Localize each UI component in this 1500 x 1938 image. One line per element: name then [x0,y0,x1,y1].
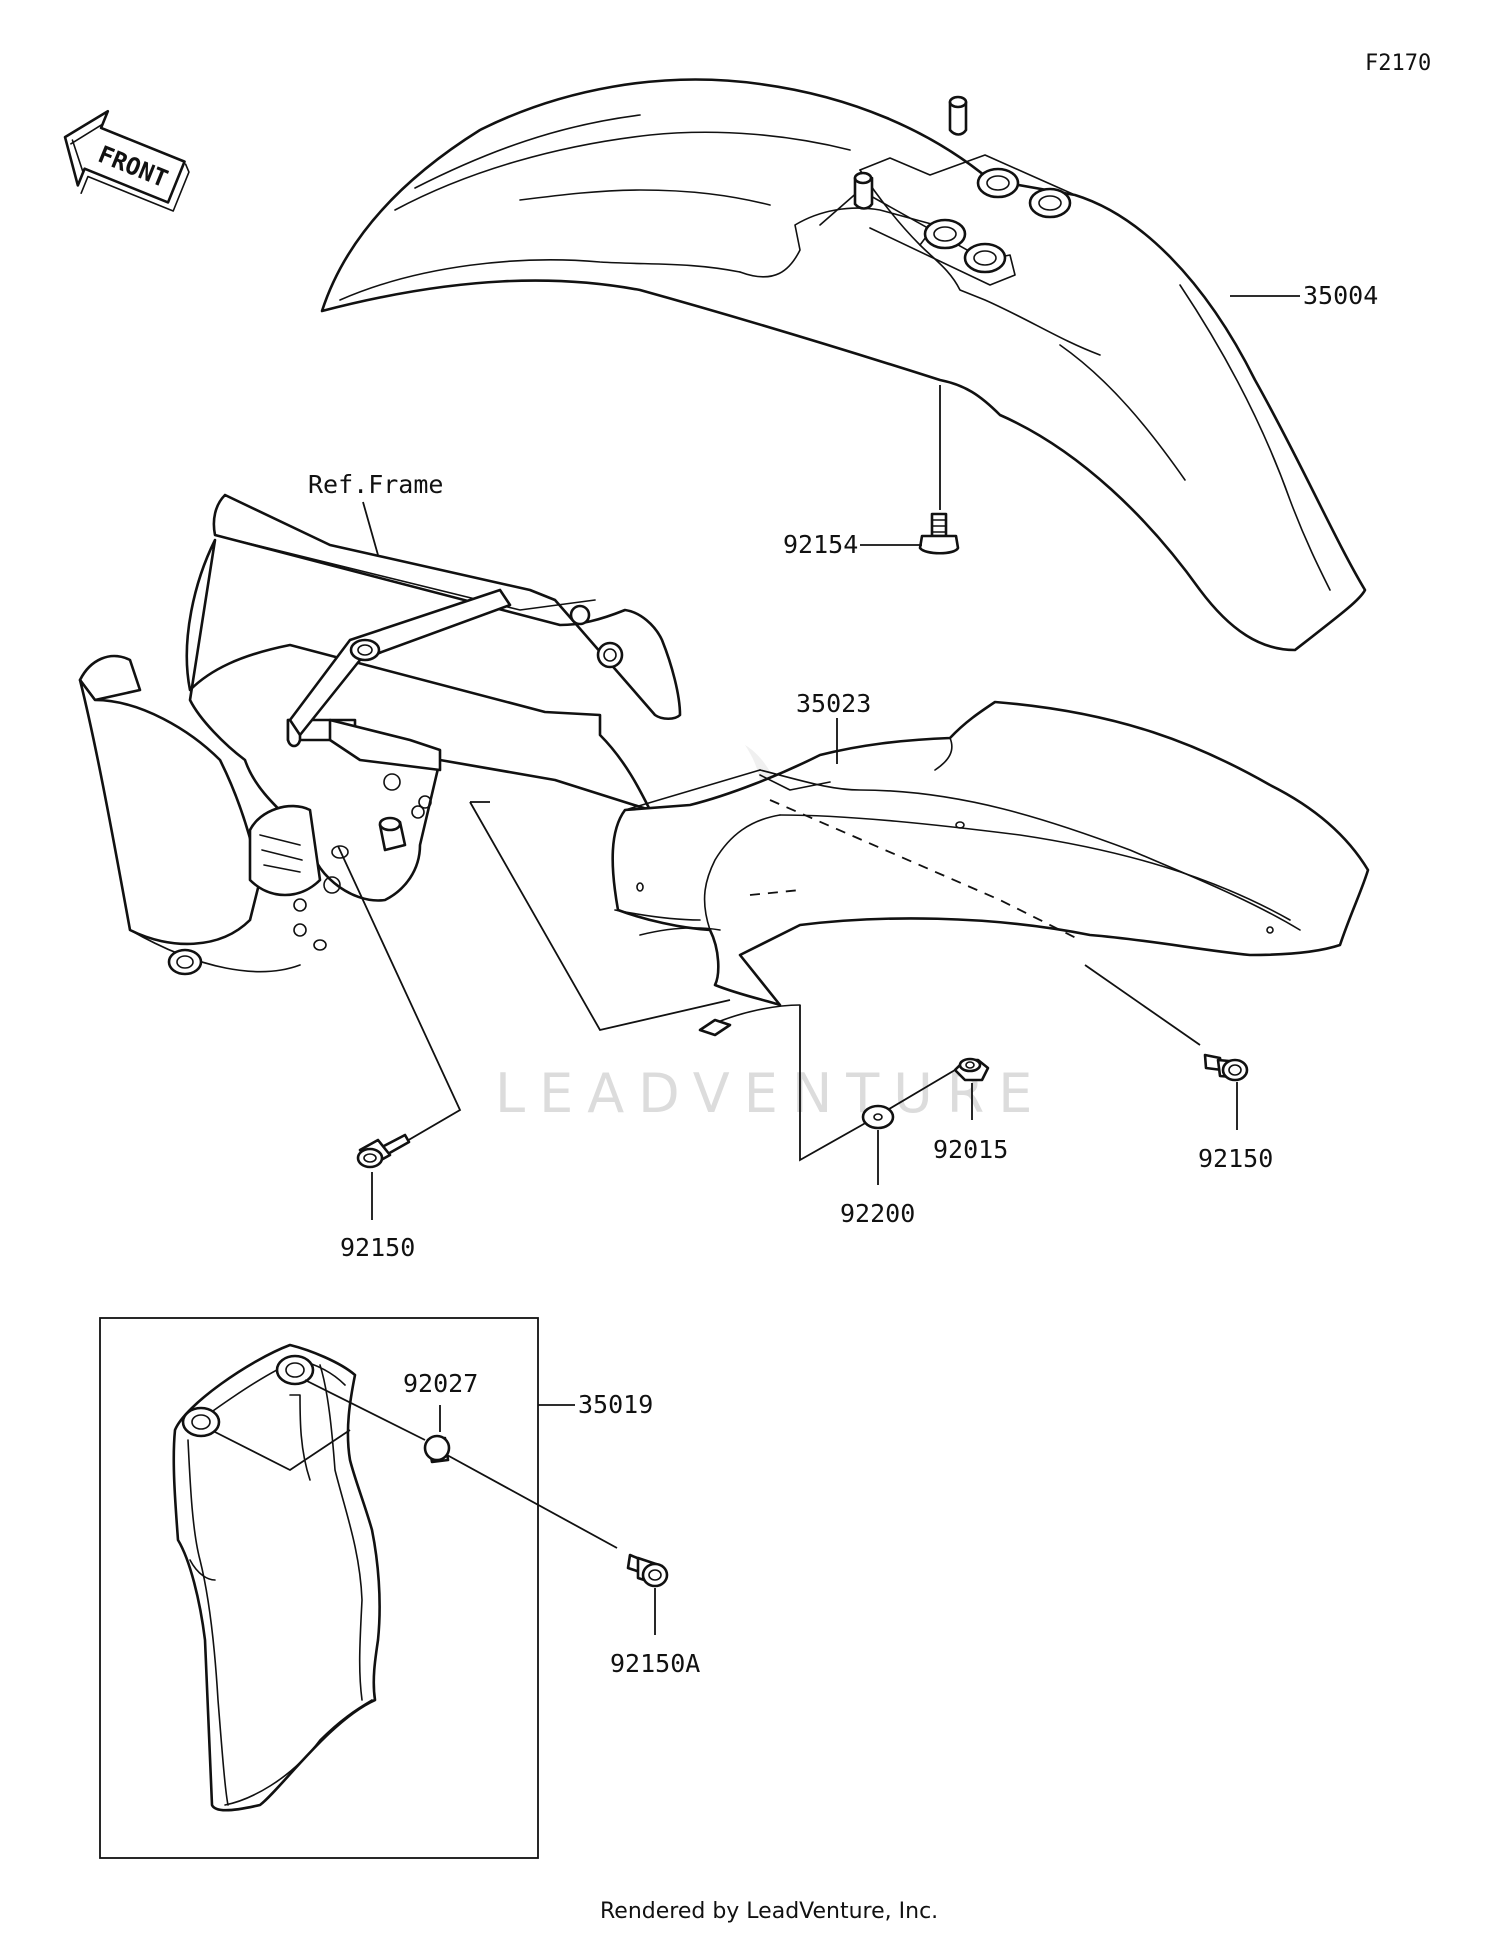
callout-35019: 35019 [578,1390,653,1419]
leader-line [1084,964,1201,1046]
callout-92154: 92154 [783,530,858,559]
leader-line [304,1379,426,1441]
leader-line [362,501,379,556]
leader-line [337,845,462,1146]
callout-92150-right: 92150 [1198,1144,1273,1173]
leader-line [446,1454,618,1549]
fork-guard-35019 [172,1343,381,1812]
bolt-92150a-icon [626,1553,669,1588]
footer-credit: Rendered by LeadVenture, Inc. [600,1899,938,1924]
callout-92027: 92027 [403,1369,478,1398]
bolt-92150-right-icon [1203,1053,1249,1082]
washer-92200-icon [861,1104,895,1130]
leader-line [469,801,731,1032]
leader-line [214,1429,351,1472]
screw-92154-icon [918,512,960,555]
callout-92015: 92015 [933,1135,1008,1164]
front-arrow-icon: FRONT [63,109,190,212]
front-fender-35004 [320,78,1367,652]
callout-ref-frame: Ref.Frame [308,470,443,499]
callout-92150-left: 92150 [340,1233,415,1262]
callout-92150a: 92150A [610,1649,700,1678]
frame-reference [78,493,682,976]
callout-35004: 35004 [1303,281,1378,310]
watermark: LEADVENTURE [495,1062,1046,1125]
bolt-92150-left-icon [356,1133,411,1169]
nut-92015-icon [953,1057,990,1082]
washer-92027-icon [423,1434,451,1464]
inset-box-35019 [99,1317,539,1859]
callout-92200: 92200 [840,1199,915,1228]
frame-collar-icon [378,816,407,852]
figure-code: F2170 [1365,51,1431,76]
leader-line [799,1005,956,1162]
callout-35023: 35023 [796,689,871,718]
inner-fender-35023 [611,700,1370,1037]
